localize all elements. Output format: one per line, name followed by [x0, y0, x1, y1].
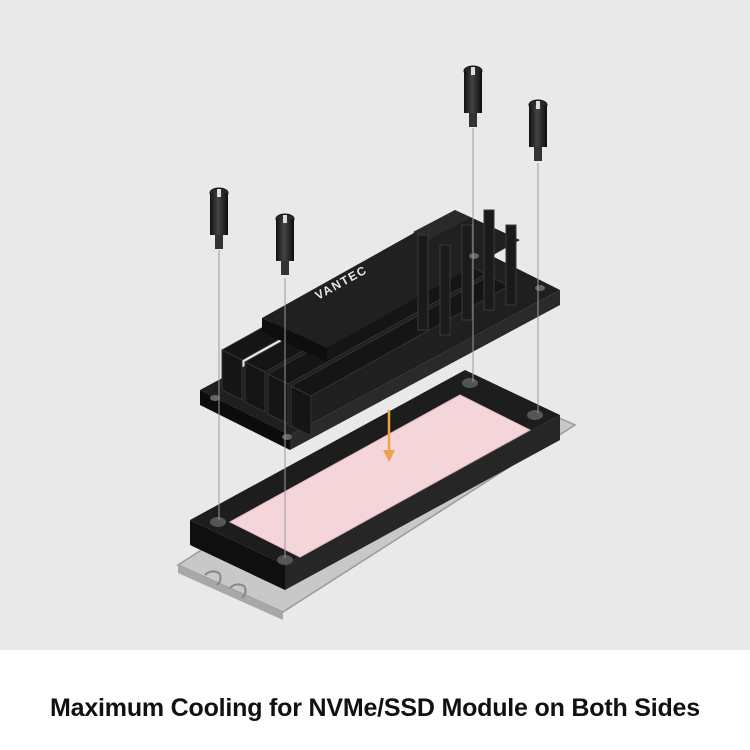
alignment-guides — [218, 128, 539, 558]
heatsink-exploded-view: VANTEC — [176, 65, 577, 620]
caption-text: Maximum Cooling for NVMe/SSD Module on B… — [50, 693, 700, 722]
top-heatsink: VANTEC — [200, 209, 560, 450]
down-arrow-icon — [383, 410, 395, 462]
bottom-heatsink-tray — [190, 370, 560, 590]
screw-icon — [209, 65, 548, 275]
caption-bar: Maximum Cooling for NVMe/SSD Module on B… — [0, 650, 750, 750]
product-illustration: VANTEC — [0, 0, 750, 650]
